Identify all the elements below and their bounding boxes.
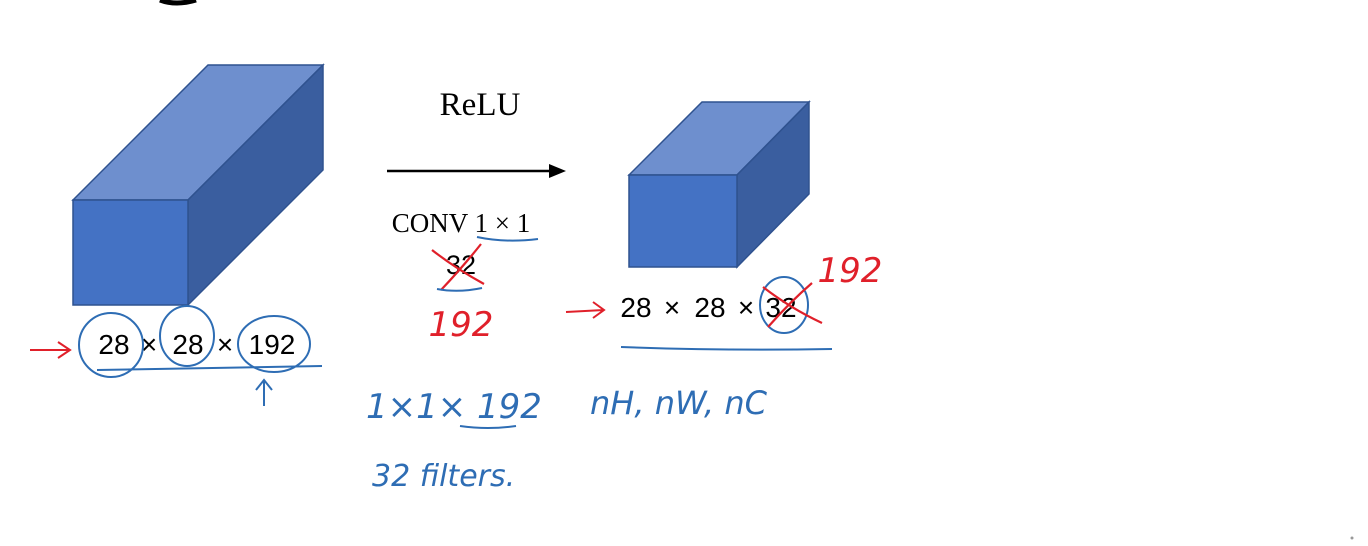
output-times-1: × (664, 292, 680, 323)
output-dimensions: 28 × 28 × 32 (620, 292, 796, 323)
relu-label: ReLU (440, 87, 521, 123)
filter-shape-note: 1×1× 192 (366, 387, 542, 427)
output-channels-replacement: 192 (818, 251, 883, 291)
filters-underline-annotation (436, 287, 483, 292)
output-pointer-arrow (565, 301, 606, 319)
input-pointer-arrow (30, 341, 72, 359)
filter-shape-underline (459, 425, 517, 429)
filter-count-note: 32 filters. (372, 459, 515, 494)
input-times-1: × (141, 329, 157, 360)
filters-replacement-count: 192 (429, 305, 494, 345)
input-width: 28 (172, 329, 203, 360)
input-dimension-annotations (78, 305, 323, 406)
input-width-circle (159, 305, 215, 367)
clipped-title-glyph (159, 0, 197, 6)
input-channels: 192 (249, 329, 296, 360)
input-cube-front-face (72, 199, 189, 306)
input-dimensions-underline (96, 365, 323, 371)
stray-mark (1350, 536, 1354, 540)
output-volume-cube (627, 100, 811, 269)
output-cube-front-face (628, 174, 738, 268)
input-height: 28 (98, 329, 129, 360)
input-volume-cube (71, 63, 325, 307)
output-height: 28 (620, 292, 651, 323)
output-times-2: × (738, 292, 754, 323)
output-dimensions-underline (620, 346, 833, 351)
input-times-2: × (217, 329, 233, 360)
output-width: 28 (694, 292, 725, 323)
conv-label: CONV 1 × 1 (392, 208, 531, 238)
input-height-circle (78, 312, 144, 378)
output-dimension-annotations (565, 276, 833, 351)
input-channels-circle (237, 315, 311, 373)
output-channels-strikethrough (762, 282, 823, 328)
filters-strikethrough (431, 243, 485, 291)
dims-notation-note: nH, nW, nC (590, 384, 768, 422)
output-channels-circle (759, 276, 809, 334)
input-dimensions: 28 × 28 × 192 (98, 329, 295, 360)
conv-underline-annotation (476, 236, 539, 242)
layer-arrow (387, 164, 566, 178)
input-channels-arrow (255, 378, 273, 406)
